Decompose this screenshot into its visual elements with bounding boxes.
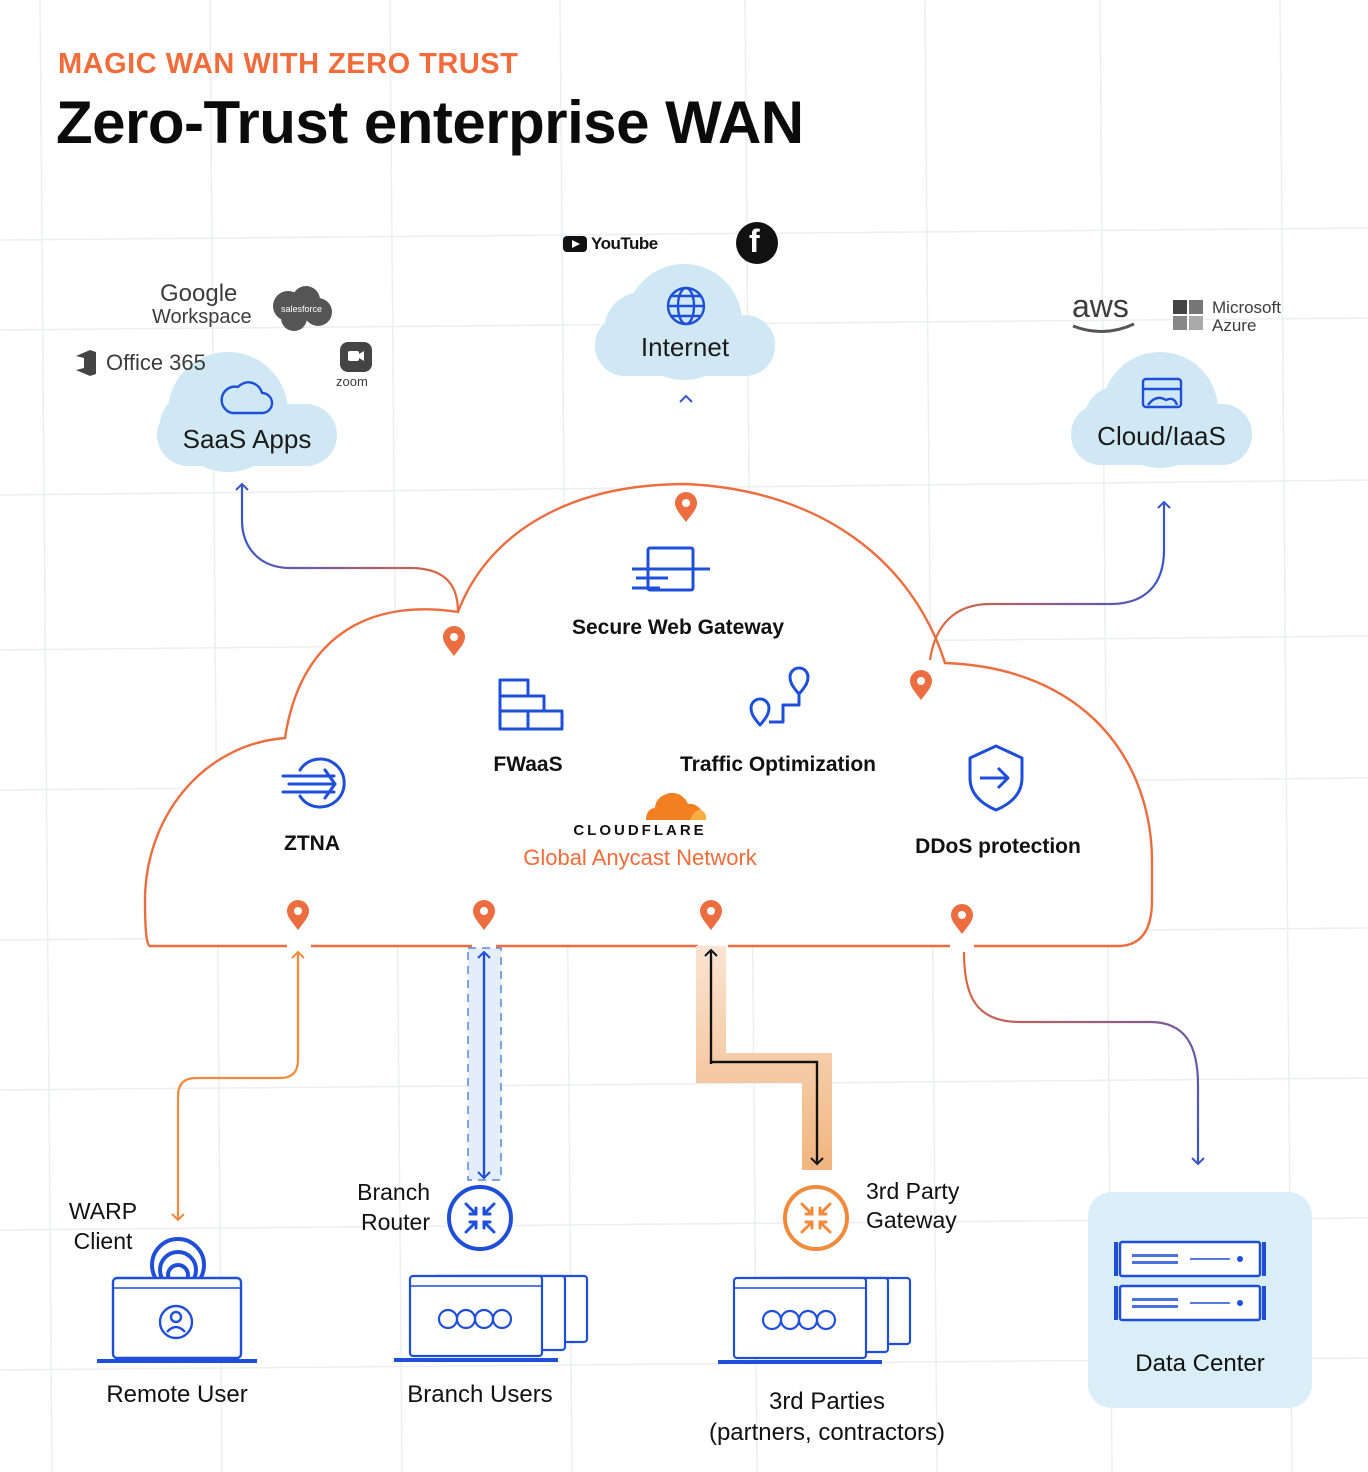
branch-router-label-line2: Router <box>360 1209 430 1235</box>
ddos-protection-label: DDoS protection <box>915 835 1081 858</box>
connector-data-center <box>962 951 1205 1166</box>
salesforce-logo-text: salesforce <box>281 304 323 314</box>
data-center-label: Data Center <box>1135 1350 1265 1377</box>
branch-users-label: Branch Users <box>407 1381 553 1408</box>
salesforce-logo-icon <box>273 286 332 331</box>
azure-logo-line2: Azure <box>1212 316 1257 335</box>
connector-saas <box>235 482 460 613</box>
third-parties-label-line2: (partners, contractors) <box>708 1419 946 1446</box>
connector-iaas <box>928 500 1171 661</box>
route-icon <box>749 666 810 727</box>
firewall-icon <box>498 678 564 731</box>
facebook-logo-text: f <box>749 223 760 259</box>
gateway-icon <box>632 546 710 592</box>
anycast-network-cloud <box>143 482 1154 948</box>
connector-warp <box>171 952 300 1222</box>
branch-users-laptops-icon <box>394 1274 589 1362</box>
third-party-tunnel <box>696 946 832 1170</box>
eyebrow-heading: MAGIC WAN WITH ZERO TRUST <box>58 48 519 80</box>
third-party-gateway-label-line2: Gateway <box>866 1207 957 1233</box>
globe-icon <box>666 286 706 326</box>
router-icon <box>447 1185 513 1251</box>
third-party-gateway-label-line1: 3rd Party <box>866 1178 960 1204</box>
cloudflare-wordmark: CLOUDFLARE <box>573 822 707 839</box>
aws-logo-text: aws <box>1072 288 1129 324</box>
google-workspace-logo-line1: Google <box>160 280 238 307</box>
third-parties-label-line1: 3rd Parties <box>768 1388 886 1415</box>
cloud-icon <box>220 381 274 415</box>
azure-logo-line1: Microsoft <box>1212 298 1281 317</box>
branch-router-label-line1: Branch <box>357 1179 430 1205</box>
ztna-label: ZTNA <box>284 832 340 855</box>
shield-icon <box>968 744 1024 812</box>
zoom-logo-text: zoom <box>336 374 368 389</box>
remote-user-label: Remote User <box>106 1381 248 1408</box>
secure-web-gateway-label: Secure Web Gateway <box>571 616 785 639</box>
third-party-gateway-icon <box>783 1185 849 1251</box>
remote-user-laptop-icon <box>97 1276 257 1363</box>
ztna-arrow-icon <box>281 757 346 809</box>
office365-logo-text: Office 365 <box>106 350 206 375</box>
youtube-logo-text: YouTube <box>591 234 658 253</box>
facebook-logo-icon <box>736 222 778 264</box>
location-pins <box>287 492 973 934</box>
aws-smile-icon <box>1072 322 1135 334</box>
office365-logo-icon <box>76 350 96 376</box>
azure-logo-icon <box>1173 300 1203 330</box>
youtube-logo-icon <box>563 236 587 252</box>
page-title: Zero-Trust enterprise WAN <box>56 89 804 156</box>
third-parties-laptops-icon <box>718 1276 912 1364</box>
cloud-iaas-label: Cloud/IaaS <box>1097 421 1226 451</box>
iaas-cloud <box>1071 352 1252 468</box>
traffic-optimization-label: Traffic Optimization <box>679 753 876 776</box>
google-workspace-logo-line2: Workspace <box>152 306 252 328</box>
saas-apps-label: SaaS Apps <box>182 424 312 454</box>
zoom-logo-icon <box>340 342 372 372</box>
data-center-server-icon <box>1114 1240 1266 1322</box>
server-stack-icon <box>1141 377 1183 409</box>
fwaas-label: FWaaS <box>493 753 563 776</box>
cloudflare-logo-icon <box>646 792 707 820</box>
warp-client-label-line1: WARP <box>68 1198 138 1224</box>
internet-label: Internet <box>640 332 730 362</box>
warp-client-label-line2: Client <box>73 1228 133 1254</box>
global-anycast-network-label: Global Anycast Network <box>523 845 757 870</box>
internet-cloud <box>595 264 775 380</box>
